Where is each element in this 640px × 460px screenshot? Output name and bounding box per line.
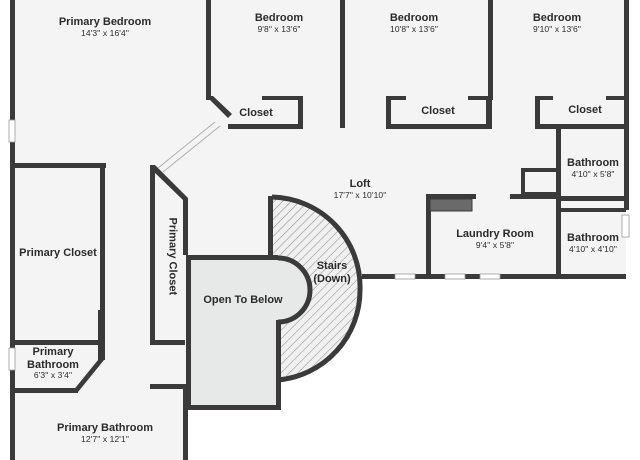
- bathroom-1-label: Bathroom 4'10" x 5'8": [560, 157, 626, 179]
- room-name: Closet: [568, 104, 602, 116]
- room-dimensions: 9'8" x 13'6": [257, 23, 301, 34]
- room-name: Primary Bathroom: [27, 346, 79, 371]
- loft-label: Loft 17'7" x 10'10": [305, 178, 415, 200]
- primary-bedroom-label: Primary Bedroom 14'3" x 16'4": [45, 16, 165, 38]
- closet-3-label: Closet: [555, 104, 615, 117]
- room-dimensions: 14'3" x 16'4": [81, 27, 129, 38]
- primary-bathroom-small-label: Primary Bathroom 6'3" x 3'4": [18, 346, 88, 381]
- bedroom-3-label: Bedroom 9'10" x 13'6": [502, 12, 612, 34]
- open-to-below-label: Open To Below: [192, 294, 294, 307]
- bedroom-3-floor: [490, 0, 626, 128]
- room-dimensions: 12'7" x 12'1": [81, 433, 129, 444]
- room-name: Bedroom: [254, 12, 304, 24]
- room-name: Primary Bathroom: [57, 422, 153, 434]
- stairs-hatch: [272, 197, 361, 380]
- room-name: Laundry Room: [456, 228, 534, 240]
- room-name: Primary Bedroom: [58, 16, 152, 28]
- room-name: Bathroom: [567, 232, 619, 244]
- stairs-direction: (Down): [313, 272, 351, 285]
- room-name: Closet: [421, 105, 455, 117]
- bathroom-2-label: Bathroom 4'10" x 4'10": [560, 232, 626, 254]
- room-name: Stairs: [316, 260, 348, 272]
- room-dimensions: 9'10" x 13'6": [533, 23, 581, 34]
- windows: [8, 119, 630, 371]
- primary-closet-label: Primary Closet: [14, 247, 102, 260]
- room-name: Bedroom: [389, 12, 439, 24]
- bedroom-1-label: Bedroom 9'8" x 13'6": [224, 12, 334, 34]
- bedroom-2-label: Bedroom 10'8" x 13'6": [359, 12, 469, 34]
- bedroom-2-floor: [342, 0, 490, 128]
- closet-1-label: Closet: [226, 107, 286, 120]
- room-name: Closet: [239, 107, 273, 119]
- bath-area-floor: [558, 128, 626, 278]
- open-to-below-area: [190, 258, 310, 407]
- room-dimensions: 9'4" x 5'8": [475, 239, 515, 250]
- room-dimensions: 4'10" x 5'8": [571, 168, 615, 179]
- laundry-room-label: Laundry Room 9'4" x 5'8": [440, 228, 550, 250]
- room-dimensions: 10'8" x 13'6": [390, 23, 438, 34]
- room-name: Bedroom: [532, 12, 582, 24]
- room-dimensions: 17'7" x 10'10": [333, 189, 387, 200]
- stairs-label: Stairs (Down): [300, 260, 364, 285]
- room-name: Loft: [349, 178, 371, 190]
- bedroom-1-floor: [208, 0, 342, 128]
- room-dimensions: 4'10" x 4'10": [569, 243, 617, 254]
- closet-2-label: Closet: [408, 105, 468, 118]
- room-name: Bathroom: [567, 157, 619, 169]
- room-dimensions: 6'3" x 3'4": [33, 370, 73, 381]
- room-name: Primary Closet: [166, 217, 179, 296]
- primary-closet-floor: [14, 165, 104, 345]
- primary-closet-hall-label: Primary Closet: [166, 204, 179, 308]
- room-name: Open To Below: [203, 294, 283, 306]
- room-name: Primary Closet: [19, 247, 97, 259]
- laundry-counter: [429, 198, 473, 212]
- primary-bathroom-floor: [14, 345, 188, 460]
- primary-bathroom-label: Primary Bathroom 12'7" x 12'1": [40, 422, 170, 444]
